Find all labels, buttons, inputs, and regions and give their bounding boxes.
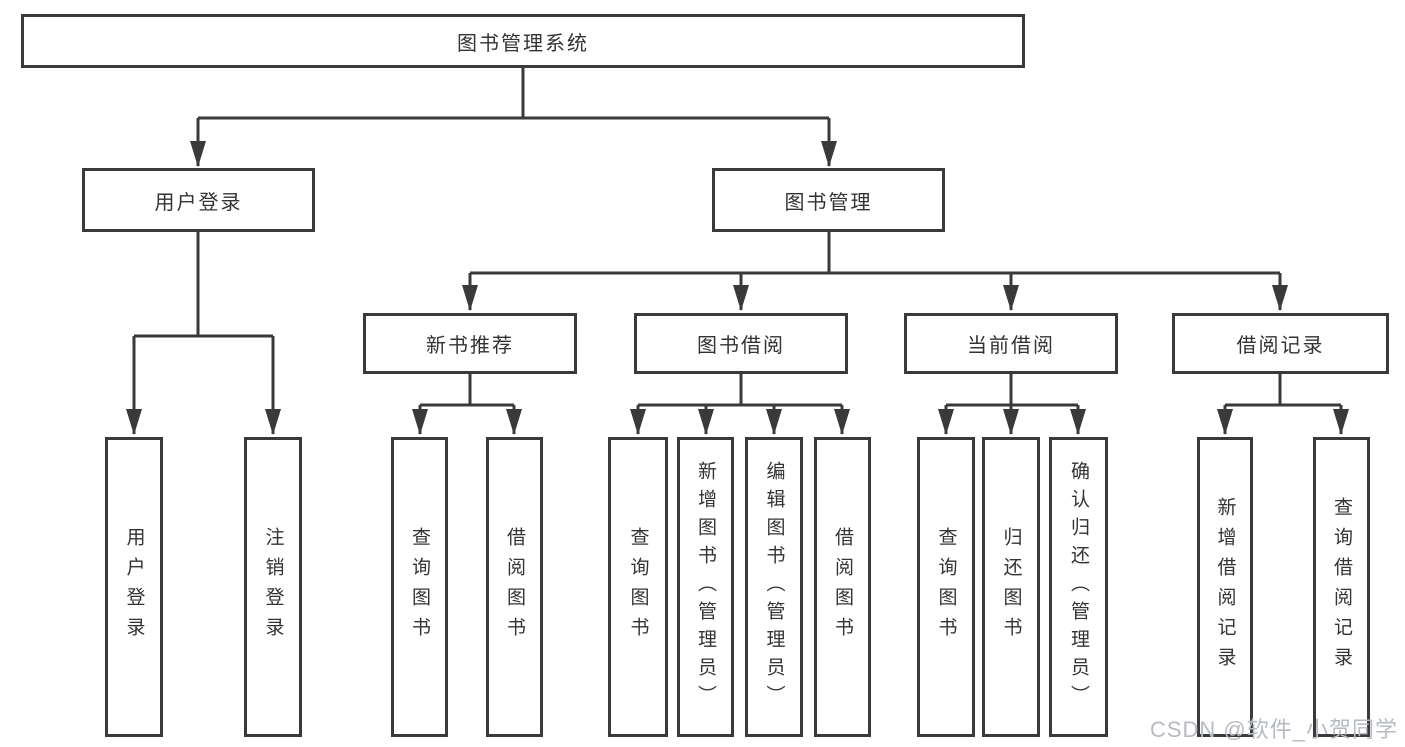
leaf-query-borrow-record-label: 查询借阅记录 <box>1331 497 1352 677</box>
leaf-confirm-return-admin-label: 确认归还（管理员） <box>1068 461 1089 713</box>
node-borrow-record-label: 借阅记录 <box>1236 335 1325 357</box>
leaf-borrow-book-2: 借阅图书 <box>814 437 871 737</box>
leaf-query-book-1: 查询图书 <box>391 437 448 737</box>
leaf-edit-book-admin-label: 编辑图书（管理员） <box>763 461 785 713</box>
node-book-borrow: 图书借阅 <box>634 313 848 374</box>
leaf-user-login-label: 用户登录 <box>123 527 145 647</box>
leaf-query-book-3-label: 查询图书 <box>935 527 957 647</box>
leaf-add-borrow-record-label: 新增借阅记录 <box>1214 497 1236 677</box>
csdn-watermark: CSDN @软件_小贺同学 <box>1149 717 1398 742</box>
node-current-borrow-label: 当前借阅 <box>967 335 1055 357</box>
node-current-borrow: 当前借阅 <box>904 313 1118 374</box>
node-root-label: 图书管理系统 <box>457 32 589 55</box>
leaf-query-borrow-record: 查询借阅记录 <box>1313 437 1370 737</box>
leaf-confirm-return-admin: 确认归还（管理员） <box>1049 437 1108 737</box>
leaf-user-login: 用户登录 <box>105 437 163 737</box>
node-book-borrow-label: 图书借阅 <box>697 335 785 357</box>
leaf-return-book-label: 归还图书 <box>1000 527 1022 647</box>
node-book-management-label: 图书管理 <box>784 191 873 214</box>
node-new-book-recommend: 新书推荐 <box>363 313 577 374</box>
leaf-borrow-book-1-label: 借阅图书 <box>504 527 525 647</box>
node-user-login-label: 用户登录 <box>154 191 243 214</box>
node-borrow-record: 借阅记录 <box>1172 313 1389 374</box>
leaf-return-book: 归还图书 <box>982 437 1040 737</box>
node-new-book-recommend-label: 新书推荐 <box>426 335 514 357</box>
leaf-borrow-book-2-label: 借阅图书 <box>832 527 853 647</box>
leaf-query-book-2-label: 查询图书 <box>627 527 649 647</box>
leaf-logout-label: 注销登录 <box>262 527 284 647</box>
leaf-query-book-3: 查询图书 <box>917 437 975 737</box>
leaf-edit-book-admin: 编辑图书（管理员） <box>745 437 803 737</box>
node-user-login: 用户登录 <box>82 168 315 232</box>
leaf-logout: 注销登录 <box>244 437 302 737</box>
leaf-query-book-2: 查询图书 <box>608 437 668 737</box>
leaf-borrow-book-1: 借阅图书 <box>486 437 543 737</box>
leaf-add-book-admin-label: 新增图书（管理员） <box>695 461 716 713</box>
leaf-add-borrow-record: 新增借阅记录 <box>1197 437 1253 737</box>
leaf-query-book-1-label: 查询图书 <box>409 527 430 647</box>
node-book-management: 图书管理 <box>712 168 945 232</box>
leaf-add-book-admin: 新增图书（管理员） <box>677 437 734 737</box>
node-root: 图书管理系统 <box>21 14 1025 68</box>
